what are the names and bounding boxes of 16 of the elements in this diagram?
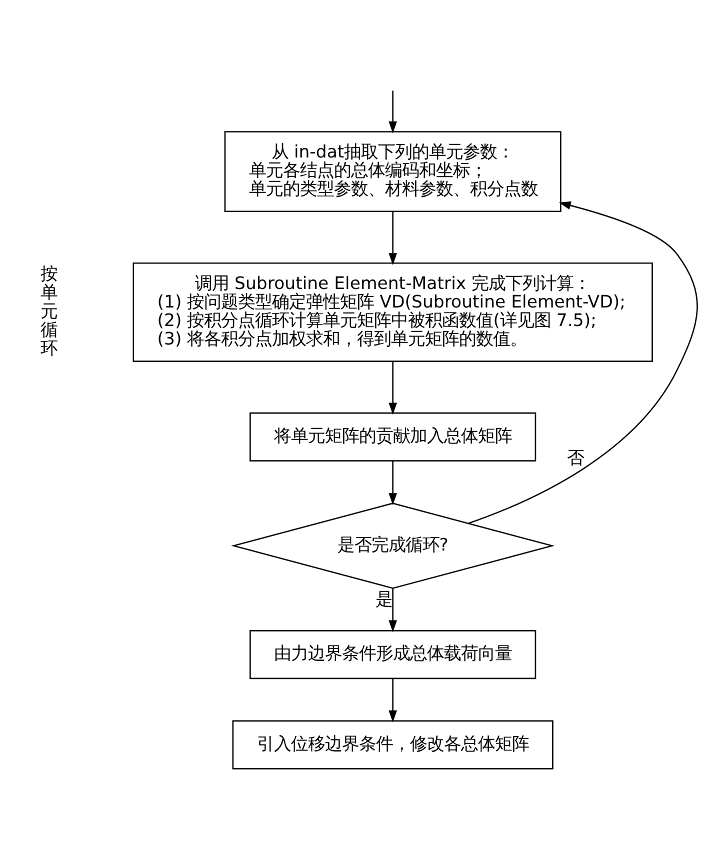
arrow: [388, 360, 398, 414]
edge-label: 是: [376, 589, 393, 610]
node-box: 调用 Subroutine Element-Matrix 完成下列计算： (1) 按问题类型确定弹性矩阵 VD(Subroutine Element-VD); (2) 按积分点循环计算单元矩阵中被积函数值(详见图 7.5); (3) 将各积分点加权求和，得到单元矩阵的数值。: [132, 262, 653, 362]
arrow: [388, 460, 398, 505]
node-diamond: 是否完成循环?: [231, 502, 555, 588]
label: 按单元循环: [40, 264, 58, 358]
node-box: 将单元矩阵的贡献加入总体矩阵: [250, 412, 536, 461]
arrow: [388, 588, 398, 632]
arrow: [388, 90, 398, 133]
node-box: 引入位移边界条件，修改各总体矩阵: [232, 720, 554, 769]
arrow: [388, 211, 398, 265]
edge-label: 否: [566, 448, 584, 468]
node-box: 从 in-dat抽取下列的单元参数： 单元各结点的总体编码和坐标； 单元的类型参数、材料参数、积分点数: [224, 130, 562, 212]
arrow: [388, 678, 398, 722]
node-box: 由力边界条件形成总体载荷向量: [250, 630, 536, 679]
arrow: [468, 200, 698, 524]
